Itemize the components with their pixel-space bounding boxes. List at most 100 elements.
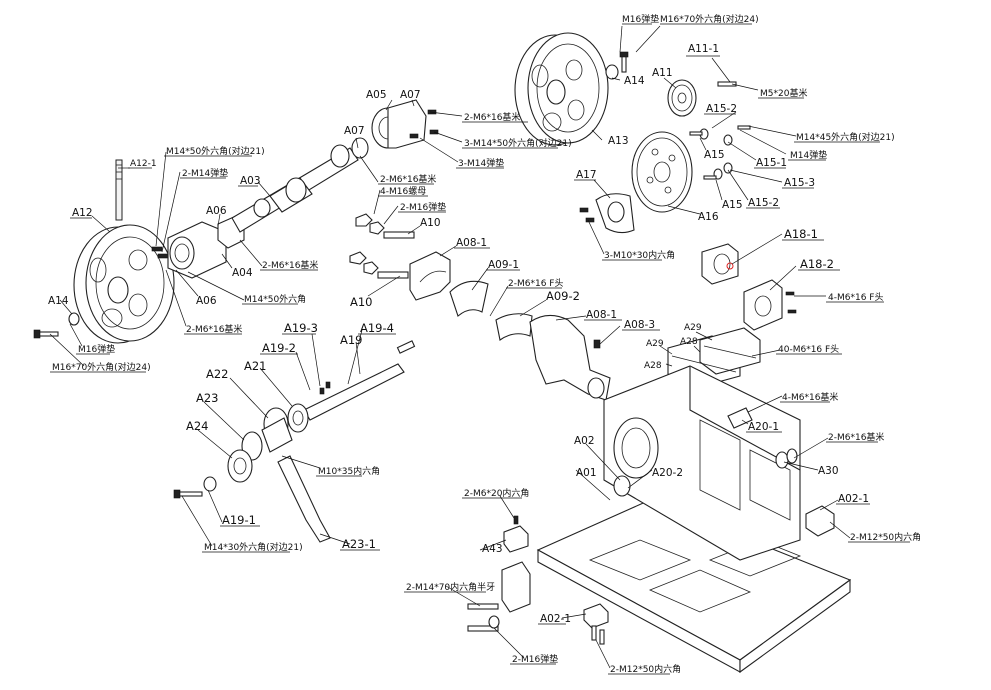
label-a15-top: A15 [704, 149, 725, 161]
plate-a18-2 [743, 279, 797, 331]
label-m14-washer: M14弹垫 [790, 149, 827, 161]
label-m14-washer-2: 2-M14弹垫 [182, 167, 228, 179]
label-m6-20: 2-M6*20内六角 [464, 487, 529, 499]
label-a02-1-bottom: A02-1 [540, 613, 571, 625]
washers-a15 [689, 125, 751, 180]
label-a08-1-top: A08-1 [456, 237, 487, 249]
clamp-a08-1 [409, 251, 451, 301]
shaft-a19 [303, 340, 416, 421]
sleeve-a09-1 [449, 280, 489, 317]
label-m6-16-e: 2-M6*16基米 [828, 431, 884, 443]
gear-a11 [667, 79, 737, 117]
label-m10-30: 3-M10*30内六角 [604, 249, 675, 261]
label-a10-bottom: A10 [350, 295, 373, 309]
bearing-a05-a07 [351, 99, 439, 159]
leader-lines [49, 25, 851, 669]
label-a03: A03 [240, 175, 261, 187]
label-a19-2: A19-2 [262, 341, 296, 355]
hub-a06 [167, 215, 245, 279]
label-a09-2: A09-2 [546, 289, 580, 303]
label-m6-16-d: 2-M6*16基米 [186, 323, 242, 335]
label-a06-top: A06 [206, 205, 227, 217]
rod-a12-1 [115, 159, 123, 221]
label-a22: A22 [206, 367, 229, 381]
label-a15-3: A15-3 [784, 177, 815, 189]
gear-a16 [631, 131, 693, 213]
label-a18-1: A18-1 [784, 227, 818, 241]
label-m5-20: M5*20基米 [760, 87, 807, 99]
label-m14-50-21-b: M14*50外六角(对边21) [166, 145, 265, 157]
label-a19: A19 [340, 333, 363, 347]
label-m16-washer-2: 2-M16弹垫 [400, 201, 446, 213]
block-a02-1-bottom [583, 603, 609, 645]
label-a08-1-bottom: A08-1 [586, 309, 617, 321]
label-m6-16-a: 2-M6*16基米 [464, 111, 520, 123]
label-m16-70-left: M16*70外六角(对边24) [52, 361, 151, 373]
label-a20-2: A20-2 [652, 467, 683, 479]
label-m16-70-top: M16*70外六角(对边24) [660, 13, 759, 25]
label-a05: A05 [366, 89, 387, 101]
label-m16-washer-top: M16弹垫 [622, 13, 659, 25]
label-m12-50-right: 2-M12*50内六角 [850, 531, 921, 543]
parts-a23-a24 [173, 431, 263, 499]
label-m6-16-f: 2-M6*16 F头 [508, 278, 563, 289]
label-a23-1: A23-1 [342, 537, 376, 551]
label-a43: A43 [482, 543, 503, 555]
label-a02-top: A02 [574, 435, 595, 447]
label-m14-washer-3: 3-M14弹垫 [458, 157, 504, 169]
label-a29-b: A29 [646, 339, 664, 349]
pulley-a13 [514, 32, 609, 146]
label-a24: A24 [186, 419, 209, 433]
label-a04: A04 [232, 267, 253, 279]
bolts-a10 [349, 213, 415, 279]
label-a30: A30 [818, 465, 839, 477]
label-a15-2-top: A15-2 [706, 103, 737, 115]
label-a13: A13 [608, 135, 629, 147]
label-m16-washer-left: M16弹垫 [78, 343, 115, 355]
washer-bolt-a14-top [605, 51, 629, 80]
label-a18-2: A18-2 [800, 257, 834, 271]
label-a21: A21 [244, 359, 267, 373]
label-a06-bottom: A06 [196, 295, 217, 307]
label-a02-1-right: A02-1 [838, 493, 869, 505]
housing-a08-3 [495, 313, 611, 401]
label-a12-1: A12-1 [130, 159, 157, 169]
label-a10-top: A10 [420, 217, 441, 229]
label-m6-16-b: 2-M6*16基米 [380, 173, 436, 185]
label-m12-50-bottom: 2-M12*50内六角 [610, 663, 681, 675]
label-m6-16-f4: 4-M6*16 F头 [828, 292, 883, 303]
label-m6-16-f40: 40-M6*16 F头 [778, 344, 839, 355]
bearing-a21-a22 [261, 403, 309, 453]
washer-bolt-a14-left [33, 312, 80, 339]
label-a14-top: A14 [624, 75, 645, 87]
base-frame [536, 499, 852, 674]
block-a02-1-right [805, 505, 835, 537]
label-a12: A12 [72, 207, 93, 219]
part-labels: M16弹垫 M16*70外六角(对边24) A11-1 A11 M5*20基米 … [48, 13, 921, 675]
label-a23: A23 [196, 391, 219, 405]
label-a15-1: A15-1 [756, 157, 787, 169]
label-a28-a: A28 [680, 337, 698, 347]
label-a16: A16 [698, 211, 719, 223]
label-a15-bottom: A15 [722, 199, 743, 211]
label-a19-1: A19-1 [222, 513, 256, 527]
label-m6-16-4: 4-M6*16基米 [782, 391, 838, 403]
label-m10-35: M10*35内六角 [318, 465, 380, 477]
main-shaft-a03 [231, 144, 359, 233]
label-m6-16-c: 2-M6*16基米 [262, 259, 318, 271]
label-a01: A01 [576, 467, 597, 479]
label-m14-45: M14*45外六角(对边21) [796, 131, 895, 143]
label-a08-3: A08-3 [624, 319, 655, 331]
label-m14-50-21-a: 3-M14*50外六角(对边21) [464, 137, 572, 149]
plate-a18-1 [701, 243, 739, 285]
label-a11: A11 [652, 67, 673, 79]
label-a15-2-bottom: A15-2 [748, 197, 779, 209]
label-a19-3: A19-3 [284, 321, 318, 335]
label-m14-30: M14*30外六角(对边21) [204, 541, 303, 553]
label-a07-mid: A07 [344, 125, 365, 137]
label-m14-70: 2-M14*70内六角半牙 [406, 581, 495, 593]
label-a09-1: A09-1 [488, 259, 519, 271]
pulley-a12 [73, 224, 175, 344]
